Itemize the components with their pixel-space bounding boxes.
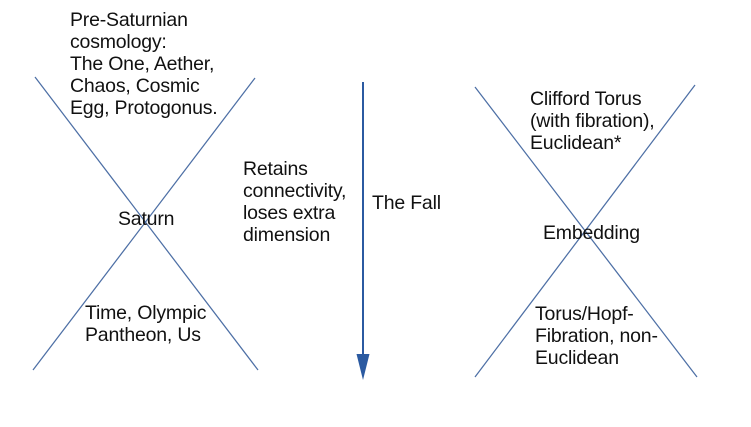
right-cone-descending-line: [474, 86, 698, 378]
left-cone-descending-line: [34, 76, 259, 371]
down-arrowhead-icon: [356, 354, 370, 380]
right-cone-ascending-line: [474, 84, 696, 378]
fall-arrow: [356, 82, 370, 380]
left-cone-bottom-label: Time, Olympic Pantheon, Us: [85, 302, 207, 346]
left-cone-top-label: Pre-Saturnian cosmology: The One, Aether…: [70, 9, 218, 119]
right-cone-top-label: Clifford Torus (with fibration), Euclide…: [530, 88, 655, 154]
right-cone-bottom-label: Torus/Hopf- Fibration, non- Euclidean: [535, 303, 658, 369]
left-cone-ascending-line: [32, 77, 256, 371]
right-cone-center-label: Embedding: [543, 222, 640, 244]
transition-note-label: Retains connectivity, loses extra dimens…: [243, 158, 347, 246]
left-cone-center-label: Saturn: [118, 208, 175, 230]
fall-arrow-label: The Fall: [372, 192, 441, 214]
